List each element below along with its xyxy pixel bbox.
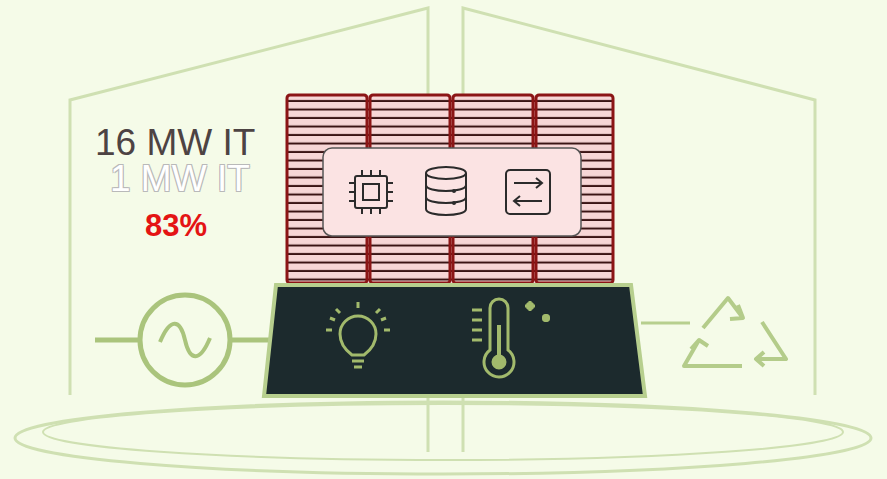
connector-line: [641, 322, 690, 325]
recycle-icon: [684, 298, 786, 366]
cpu-icon: [349, 170, 393, 214]
lightbulb-icon: [326, 302, 390, 367]
generator-symbol: [95, 295, 277, 385]
building-outline: [15, 8, 871, 474]
capacity-label: 1 MW IT: [110, 160, 250, 197]
switch-icon: [506, 170, 550, 214]
database-icon: [426, 167, 466, 215]
facility-panel: [264, 285, 645, 396]
capacity-label: 16 MW IT: [95, 124, 255, 161]
percentage-label: 83%: [145, 210, 207, 241]
server-rack: [287, 95, 613, 283]
thermometer-icon: [472, 299, 550, 377]
